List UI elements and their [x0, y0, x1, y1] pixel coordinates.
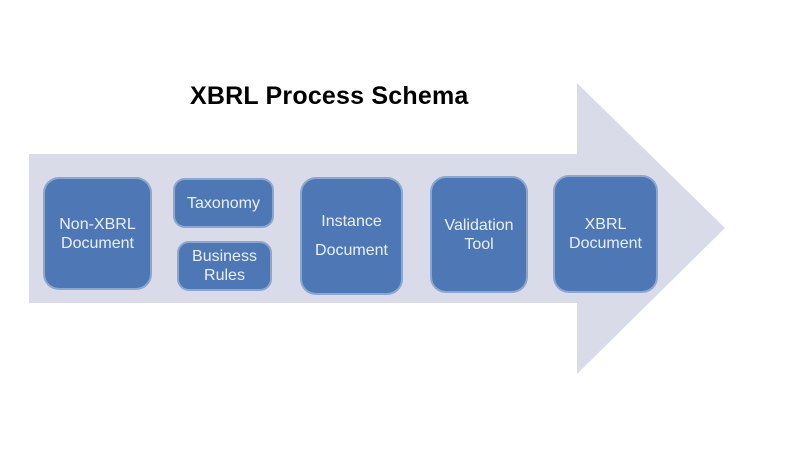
step-label-line: Rules — [204, 267, 245, 284]
step-non-xbrl-document: Non-XBRL Document — [43, 177, 152, 290]
step-label-line: Document — [61, 234, 134, 252]
step-label-line: Tool — [464, 235, 494, 253]
step-label-line: Non-XBRL — [59, 215, 136, 233]
step-label-line: Business — [192, 248, 257, 265]
step-validation-tool: Validation Tool — [430, 176, 528, 293]
step-taxonomy: Taxonomy — [173, 178, 274, 228]
step-label-line: Taxonomy — [187, 194, 260, 212]
page-title: XBRL Process Schema — [190, 82, 469, 110]
step-xbrl-document: XBRL Document — [553, 175, 658, 293]
step-business-rules: Business Rules — [177, 241, 272, 291]
step-label-line: Document — [315, 242, 388, 259]
step-label-line: XBRL — [584, 216, 627, 233]
step-instance-document: Instance Document — [300, 177, 403, 295]
step-label-line: Instance — [321, 213, 382, 230]
step-label-line: Validation — [444, 216, 514, 234]
step-label-line: Document — [569, 235, 642, 252]
